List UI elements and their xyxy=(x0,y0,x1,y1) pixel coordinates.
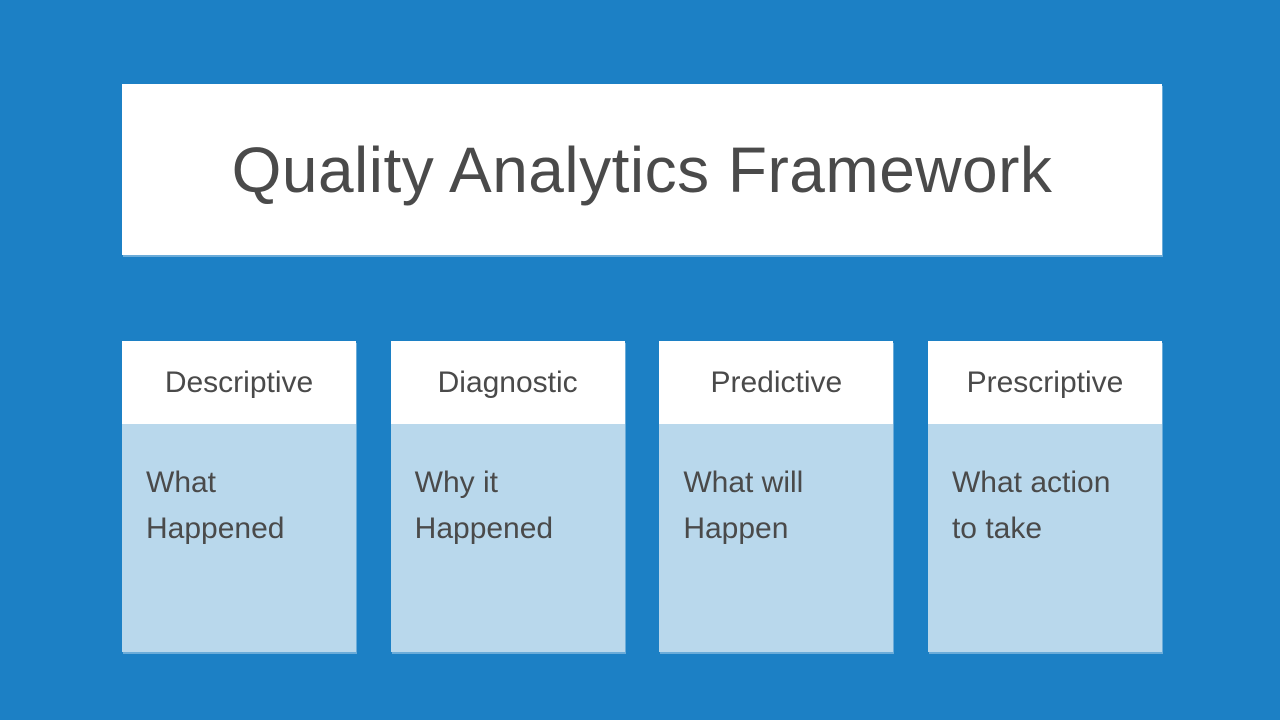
column-body-diagnostic: Why it Happened xyxy=(390,424,625,652)
slide-title: Quality Analytics Framework xyxy=(231,133,1053,206)
column-header-descriptive: Descriptive xyxy=(122,341,356,424)
column-body-predictive: What will Happen xyxy=(659,424,894,652)
column-prescriptive: Prescriptive What action to take xyxy=(927,341,1162,652)
title-card: Quality Analytics Framework xyxy=(122,84,1162,255)
columns-row: Descriptive What Happened Diagnostic Why… xyxy=(122,341,1162,652)
column-header-predictive: Predictive xyxy=(659,341,894,424)
column-body-prescriptive: What action to take xyxy=(927,424,1162,652)
column-header-prescriptive: Prescriptive xyxy=(927,341,1162,424)
column-diagnostic: Diagnostic Why it Happened xyxy=(390,341,625,652)
column-header-diagnostic: Diagnostic xyxy=(390,341,625,424)
column-body-descriptive: What Happened xyxy=(122,424,356,652)
column-predictive: Predictive What will Happen xyxy=(659,341,894,652)
column-descriptive: Descriptive What Happened xyxy=(122,341,356,652)
